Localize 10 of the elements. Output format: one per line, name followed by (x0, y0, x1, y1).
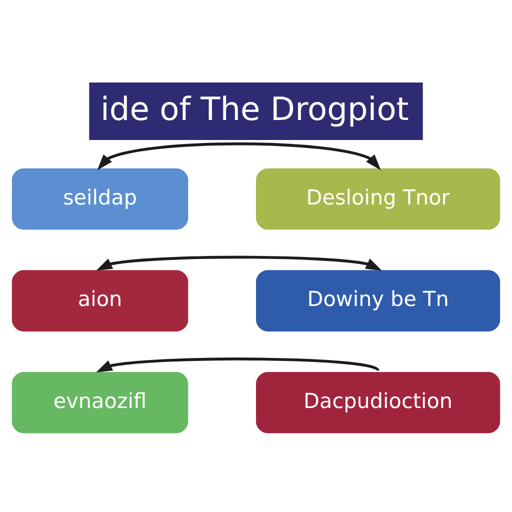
node-box: Dowiny be Tn (256, 270, 500, 332)
arrow (96, 256, 382, 271)
node-box: seildap (12, 168, 188, 230)
node-box: evnaozifl (12, 372, 188, 434)
arrow (96, 358, 379, 372)
node-box: Desloing Tnor (256, 168, 500, 230)
arrow (97, 142, 381, 170)
node-box: Dacpudioction (256, 372, 500, 434)
node-box: aion (12, 270, 188, 332)
diagram-title: ide of The Drogpiot (100, 90, 409, 128)
